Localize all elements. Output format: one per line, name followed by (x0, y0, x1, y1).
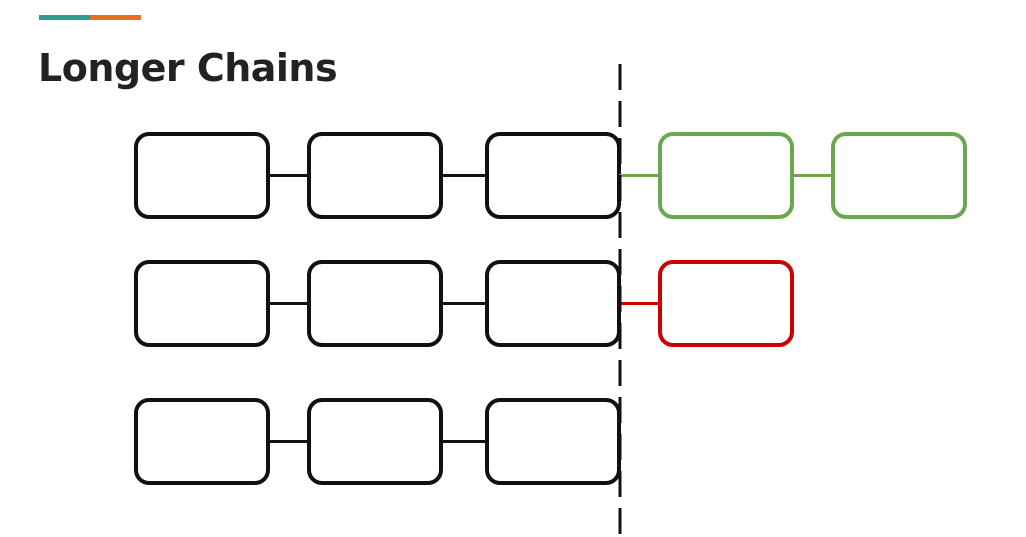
block-confirmed (307, 260, 443, 347)
block-confirmed (485, 398, 621, 485)
block-confirmed (307, 398, 443, 485)
block-accepted (658, 132, 794, 219)
chain-row-3 (134, 398, 621, 485)
block-confirmed (307, 132, 443, 219)
block-confirmed (134, 260, 270, 347)
block-confirmed (485, 132, 621, 219)
chains-layer (134, 132, 967, 485)
accent-bar-orange (90, 15, 141, 20)
slide-title: Longer Chains (38, 46, 338, 90)
block-accepted (831, 132, 967, 219)
block-confirmed (134, 132, 270, 219)
chain-row-1 (134, 132, 967, 219)
chain-row-2 (134, 260, 794, 347)
accent-bar-teal (39, 15, 90, 20)
block-rejected (658, 260, 794, 347)
block-confirmed (134, 398, 270, 485)
block-confirmed (485, 260, 621, 347)
